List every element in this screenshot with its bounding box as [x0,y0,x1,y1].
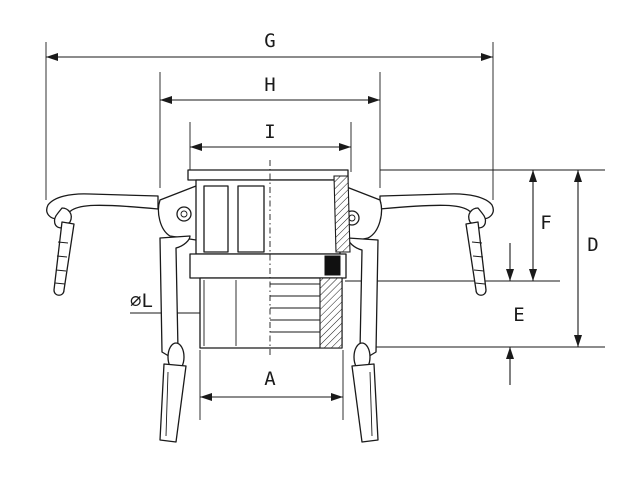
dimension-h: H [159,72,381,188]
dim-h-label: H [264,74,275,96]
coupler-left-pocket [203,185,229,253]
dim-i-arrow-left [190,143,202,151]
right-grip-ridge [474,282,486,285]
right-pull-tab-edge [369,371,373,437]
left-grip-ridge [56,255,68,258]
left-cam-arm [46,185,204,443]
left-lever-handle [46,193,159,220]
dim-g-label: G [264,30,275,52]
coupler-section-wall-upper [333,175,351,253]
dimension-a: A [199,350,344,420]
right-cam-arm [327,185,494,443]
dim-i-label: I [264,121,275,143]
left-cam-arm-body [159,235,191,359]
dim-h-arrow-right [368,96,380,104]
coupler-mid-collar [189,253,347,279]
coupler-lower-body [199,277,343,349]
dim-g-arrow-right [481,53,493,61]
dim-f-arrow-bottom [529,269,537,281]
coupler-body [187,160,351,356]
dim-a-label: A [264,368,276,390]
dimension-f: F [345,170,560,282]
dim-f-label: F [540,212,551,234]
dim-d-label: D [587,234,598,256]
right-cam-arm-body [347,237,379,359]
right-lever-grip [465,221,487,296]
dimension-i: I [189,121,352,172]
dim-e-arrow-bottom [506,347,514,359]
left-grip-ridge [55,269,67,272]
left-lever-grip [53,221,75,296]
right-pull-tab [351,363,379,443]
left-cam-pin-center [180,210,188,218]
right-grip-ridge [473,269,485,272]
left-pull-tab [159,363,187,443]
coupler-top-flange [187,169,349,181]
right-grip-ridge [472,255,484,258]
dim-e-label: E [513,304,524,326]
coupler-inner-bore [237,185,265,253]
right-lever-handle [379,193,494,220]
dim-g-arrow-left [46,53,58,61]
dim-a-arrow-left [200,393,212,401]
left-grip-ridge [57,241,69,244]
right-grip-ridge [471,241,483,244]
dim-h-arrow-left [160,96,172,104]
left-cam-pin [176,206,192,222]
left-grip-ridge [54,282,66,285]
dim-i-arrow-right [339,143,351,151]
dim-e-arrow-top [506,269,514,281]
dim-f-arrow-top [529,170,537,182]
coupler-section-wall-lower [319,277,343,349]
dim-d-arrow-bottom [574,335,582,347]
dimension-d: D [360,169,605,348]
dimension-g: G [45,30,494,200]
gasket-seal [324,255,341,276]
dim-l-label: ⌀L [130,290,153,312]
left-pull-tab-edge [165,371,169,437]
dim-d-arrow-top [574,170,582,182]
dimension-e: E [506,243,525,385]
dim-a-arrow-right [331,393,343,401]
